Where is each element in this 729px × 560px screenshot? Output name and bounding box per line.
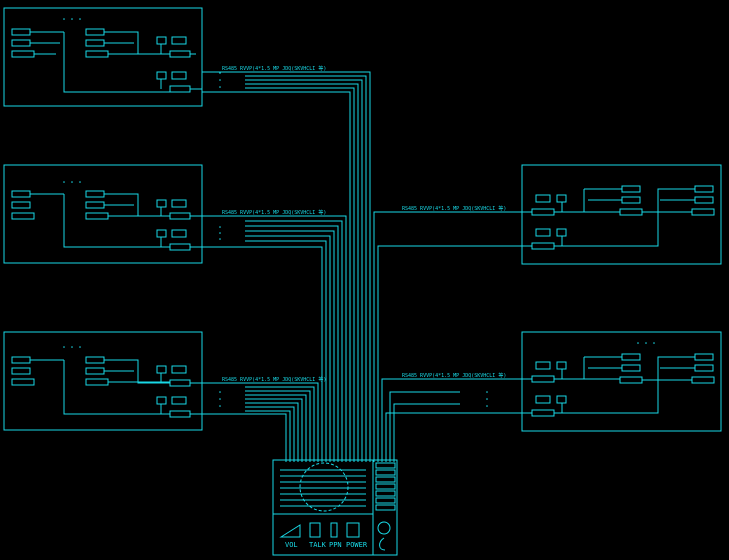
- speaker-grille: [280, 462, 366, 512]
- cable-bundle-panel-1: [202, 71, 371, 462]
- left-panel-3: [3, 331, 203, 431]
- cable-bundle-right-1: [373, 211, 522, 462]
- cable-label-panel-3: RS485 RVVP(4*1.5 MP JDQ(SKVHCLI 等): [222, 376, 326, 383]
- volume-icon: [279, 524, 301, 538]
- cable-label-right-2: RS485 RVVP(4*1.5 MP JDQ(SKVHCLI 等): [402, 372, 506, 379]
- talk-label: TALK: [309, 541, 327, 549]
- continuation-dots: [63, 18, 655, 407]
- cable-label-right-1: RS485 RVVP(4*1.5 MP JDQ(SKVHCLI 等): [402, 205, 506, 212]
- power-button: [346, 522, 360, 538]
- right-panel-1: [521, 164, 722, 265]
- vol-label: VOL: [285, 541, 298, 549]
- cable-bundle-panel-3: [202, 382, 319, 462]
- right-panel-2: [521, 331, 722, 432]
- power-label: POWER: [346, 541, 368, 549]
- left-panel-2: [3, 164, 203, 264]
- cord-icon: [379, 537, 386, 551]
- cable-bundle-panel-2: [202, 215, 347, 462]
- cable-bundle-right-2: [381, 378, 522, 462]
- left-panel-1: [3, 7, 203, 107]
- control-console: VOL TALK PPN POWER: [272, 459, 398, 556]
- cable-label-panel-1: RS485 RVVP(4*1.5 MP JDQ(SKVHCLI 等): [222, 65, 326, 72]
- ppn-label: PPN: [329, 541, 342, 549]
- cable-label-panel-2: RS485 RVVP(4*1.5 MP JDQ(SKVHCLI 等): [222, 209, 326, 216]
- button-matrix: [375, 462, 396, 511]
- talk-button: [309, 522, 321, 538]
- ppn-button: [330, 522, 338, 538]
- jack-icon: [377, 521, 391, 535]
